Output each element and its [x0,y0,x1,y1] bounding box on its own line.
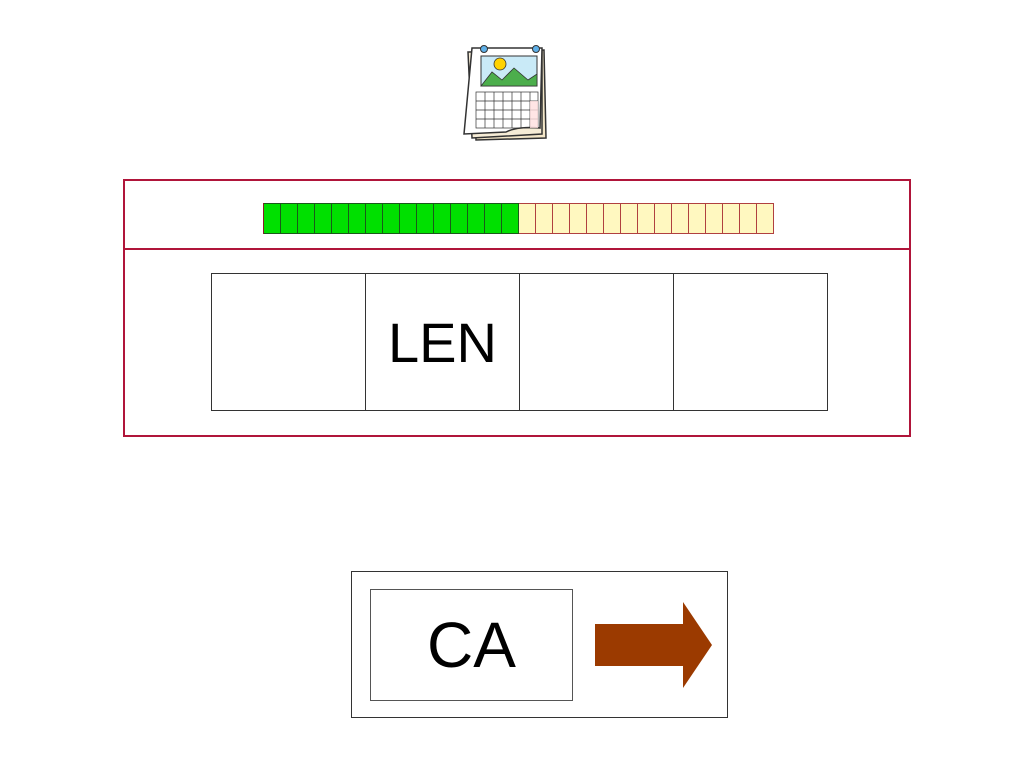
progress-cell-pending [519,203,536,234]
progress-cell-pending [604,203,621,234]
syllable-slot-4[interactable] [674,274,827,410]
progress-cell-complete [434,203,451,234]
progress-bar [263,203,774,234]
choice-panel: CA [351,571,728,718]
arrow-right-icon[interactable] [595,602,712,688]
progress-cell-complete [298,203,315,234]
syllable-row: LEN [211,273,828,411]
progress-cell-pending [672,203,689,234]
progress-cell-complete [332,203,349,234]
progress-cell-complete [451,203,468,234]
progress-cell-pending [689,203,706,234]
progress-cell-pending [723,203,740,234]
progress-cell-complete [349,203,366,234]
progress-cell-complete [383,203,400,234]
progress-cell-pending [553,203,570,234]
syllable-slot-2[interactable]: LEN [366,274,520,410]
calendar-icon [458,42,550,146]
progress-cell-pending [740,203,757,234]
progress-cell-complete [468,203,485,234]
progress-cell-complete [366,203,383,234]
progress-cell-complete [264,203,281,234]
progress-cell-pending [706,203,723,234]
progress-cell-pending [638,203,655,234]
syllable-slot-1[interactable] [212,274,366,410]
progress-cell-pending [536,203,553,234]
progress-cell-pending [655,203,672,234]
progress-cell-complete [502,203,519,234]
progress-cell-pending [621,203,638,234]
progress-row [125,181,909,250]
syllable-slot-3[interactable] [520,274,674,410]
progress-cell-complete [281,203,298,234]
progress-cell-pending [570,203,587,234]
syllable-choice-tile[interactable]: CA [370,589,573,701]
progress-cell-complete [417,203,434,234]
progress-cell-complete [315,203,332,234]
progress-cell-pending [587,203,604,234]
progress-cell-complete [485,203,502,234]
word-panel: LEN [123,179,911,437]
progress-cell-complete [400,203,417,234]
progress-cell-pending [757,203,774,234]
